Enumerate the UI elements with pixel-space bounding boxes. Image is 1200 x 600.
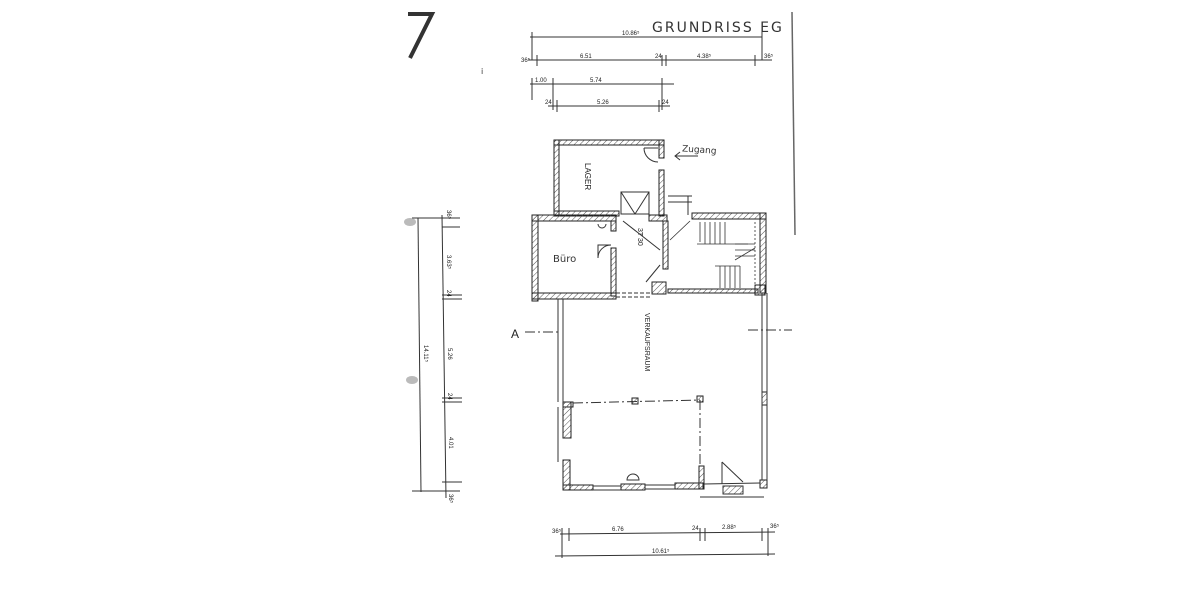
stairs <box>669 220 756 288</box>
dim-top-r3-2: 24 <box>662 100 669 106</box>
dim-top-r1-1: 6.51 <box>580 54 592 60</box>
dim-top-r3-1: 5.26 <box>597 100 609 106</box>
sheet-border-line <box>791 11 796 236</box>
dim-bottom-r1-2: 24 <box>692 526 699 532</box>
dim-bottom-r1-3: 2.88⁵ <box>722 524 737 531</box>
beam-lines <box>525 329 792 466</box>
zugang-label: Zugang <box>682 144 717 156</box>
section-marker-a: A <box>511 327 519 341</box>
scan-mark: i <box>481 67 483 76</box>
dim-left-5: 4.01 <box>447 437 453 449</box>
thin-walls <box>557 195 768 498</box>
dim-top-r1-3: 4.38⁵ <box>697 53 712 60</box>
dim-top-r3-0: 24 <box>545 100 552 106</box>
column <box>631 397 639 405</box>
dim-left-1: 3.63⁵ <box>445 255 452 270</box>
dim-top-r2-1: 5.74 <box>590 78 602 84</box>
stair-note: 3T 30 <box>636 228 643 246</box>
dim-bottom-r1-4: 36⁵ <box>770 523 780 530</box>
dim-top-r1-4: 36⁵ <box>764 53 774 60</box>
bottom-dimensions <box>554 528 776 558</box>
walls <box>531 139 768 491</box>
left-dimensions <box>412 214 462 499</box>
corner-mark <box>408 12 436 59</box>
top-dimensions <box>528 32 772 112</box>
dim-left-6: 36⁵ <box>447 494 454 504</box>
entrance-steps <box>721 461 744 495</box>
doors <box>597 147 659 481</box>
dim-bottom-r1-1: 6.76 <box>612 527 624 533</box>
dim-left-4: 24 <box>446 393 452 400</box>
room-label-buero: Büro <box>553 254 576 265</box>
dim-top-r1-0: 36⁵ <box>521 57 531 64</box>
shaft <box>620 191 661 283</box>
dim-left-2: 24 <box>445 290 451 297</box>
dim-top-r2-0: 1.00 <box>535 78 547 84</box>
dim-top-r1-2: 24 <box>655 54 662 60</box>
scan-smudge <box>406 376 418 384</box>
column <box>696 395 704 403</box>
dim-left-overall: 14.11⁵ <box>422 345 429 363</box>
dim-left-3: 5.26 <box>446 348 452 360</box>
room-label-lager: LAGER <box>583 163 592 190</box>
dim-top-overall: 10.86⁵ <box>622 30 640 37</box>
scan-smudge <box>404 218 416 226</box>
dim-bottom-r1-0: 36⁵ <box>552 528 562 535</box>
plan-title: GRUNDRISS EG <box>652 20 784 36</box>
dim-bottom-overall: 10.61⁵ <box>652 548 670 555</box>
room-label-verkaufsraum: VERKAUFSRAUM <box>643 313 650 372</box>
dim-left-0: 36⁵ <box>445 210 452 220</box>
zugang-arrow <box>674 151 698 161</box>
